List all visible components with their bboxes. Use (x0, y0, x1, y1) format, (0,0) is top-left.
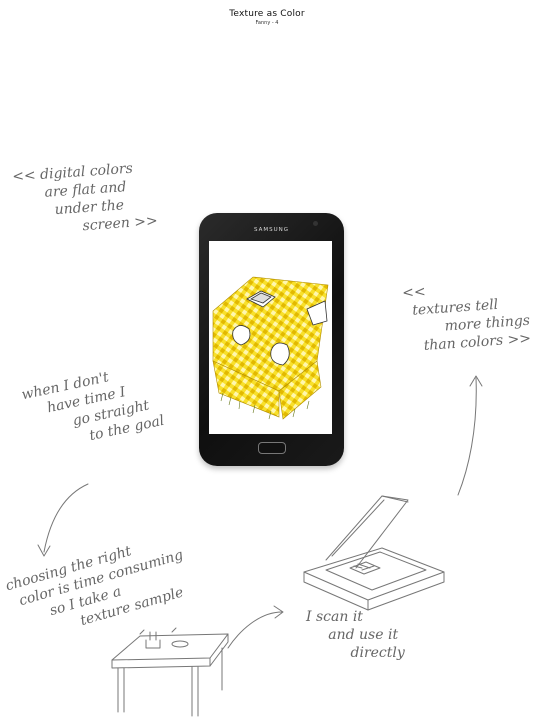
camera-icon (313, 221, 318, 226)
note-textures: << textures tell more things than colors… (402, 276, 532, 357)
note-digital-colors: << digital colors are flat and under the… (12, 158, 159, 240)
note-scan: I scan it and use it directly (306, 608, 405, 662)
phone-illustration: SAMSUNG (199, 213, 344, 466)
scanner-sketch (304, 496, 444, 610)
arrow-up (458, 378, 476, 495)
gingham-tablecloth-illustration (209, 241, 332, 434)
phone-screen (209, 241, 332, 434)
home-button (258, 442, 286, 454)
table-sketch (112, 628, 228, 716)
arrow-right (228, 612, 282, 648)
phone-brand-label: SAMSUNG (199, 227, 344, 233)
arrow-down-left (44, 484, 88, 552)
